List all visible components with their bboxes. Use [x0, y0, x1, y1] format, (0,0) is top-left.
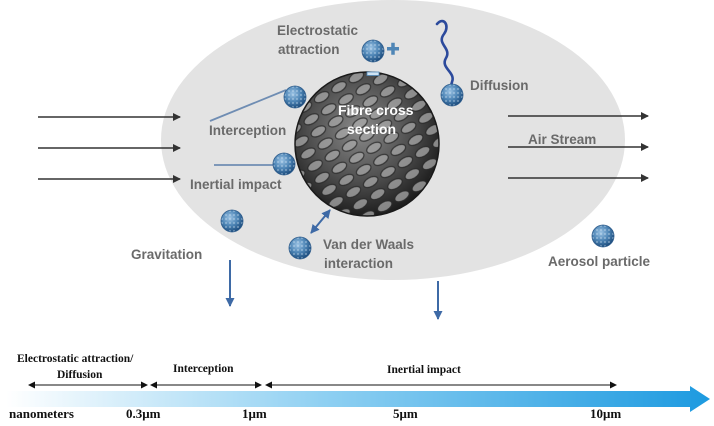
- label-van-der-waals: Van der Waals: [323, 237, 414, 252]
- label-fibre-section: section: [347, 121, 396, 137]
- aerosol-particle-icon: [220, 209, 244, 233]
- aerosol-particle-icon: [591, 224, 615, 248]
- aerosol-particle-icon: [272, 152, 296, 176]
- label-vdw-interaction: interaction: [324, 256, 393, 271]
- label-air-stream: Air Stream: [528, 132, 596, 147]
- aerosol-particle-icon: [283, 85, 307, 109]
- range-label-inertial: Inertial impact: [387, 364, 461, 376]
- size-scale-bar: [6, 386, 710, 412]
- aerosol-particle-icon: [288, 236, 312, 260]
- label-electrostatic: Electrostatic: [277, 23, 359, 38]
- label-aerosol-particle: Aerosol particle: [548, 254, 651, 269]
- range-label-interception: Interception: [173, 363, 234, 375]
- tick-5um: 5μm: [393, 406, 418, 421]
- label-attraction: attraction: [278, 42, 340, 57]
- tick-1um: 1μm: [242, 406, 267, 421]
- tick-0-3um: 0.3μm: [126, 406, 161, 421]
- interception-path: [209, 89, 287, 122]
- aerosol-particle-icon: [361, 39, 385, 63]
- minus-sign-icon: [366, 71, 380, 76]
- label-diffusion: Diffusion: [470, 78, 529, 93]
- label-inertial-impact: Inertial impact: [190, 177, 282, 192]
- range-label-electrostatic: Electrostatic attraction/: [17, 353, 134, 365]
- range-label-diffusion: Diffusion: [57, 369, 103, 381]
- label-gravitation: Gravitation: [131, 247, 202, 262]
- aerosol-particle-icon: [440, 83, 464, 107]
- tick-nanometers: nanometers: [9, 406, 74, 421]
- fibre-cross-section: [294, 71, 440, 217]
- plus-sign-icon: [387, 42, 399, 55]
- tick-10um: 10μm: [590, 406, 621, 421]
- label-interception: Interception: [209, 123, 286, 138]
- label-fibre-cross: Fibre cross: [338, 102, 414, 118]
- double-arrow-icon: [310, 209, 331, 234]
